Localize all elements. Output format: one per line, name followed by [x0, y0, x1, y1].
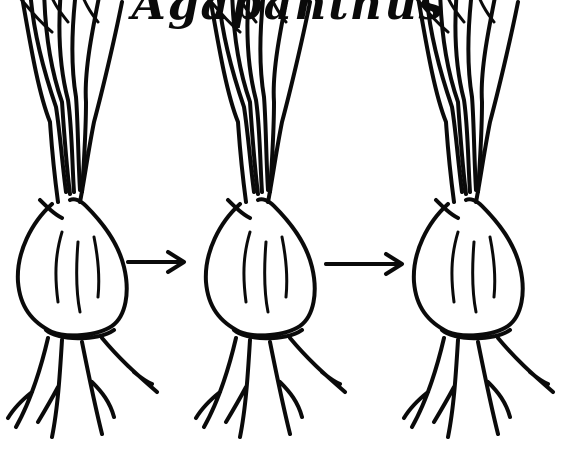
- plant-stage-1: [8, 0, 157, 437]
- plant-stage-2: [196, 0, 345, 437]
- plant-stage-3: [404, 0, 553, 437]
- arrow-1: [128, 252, 184, 272]
- arrow-2: [326, 254, 402, 274]
